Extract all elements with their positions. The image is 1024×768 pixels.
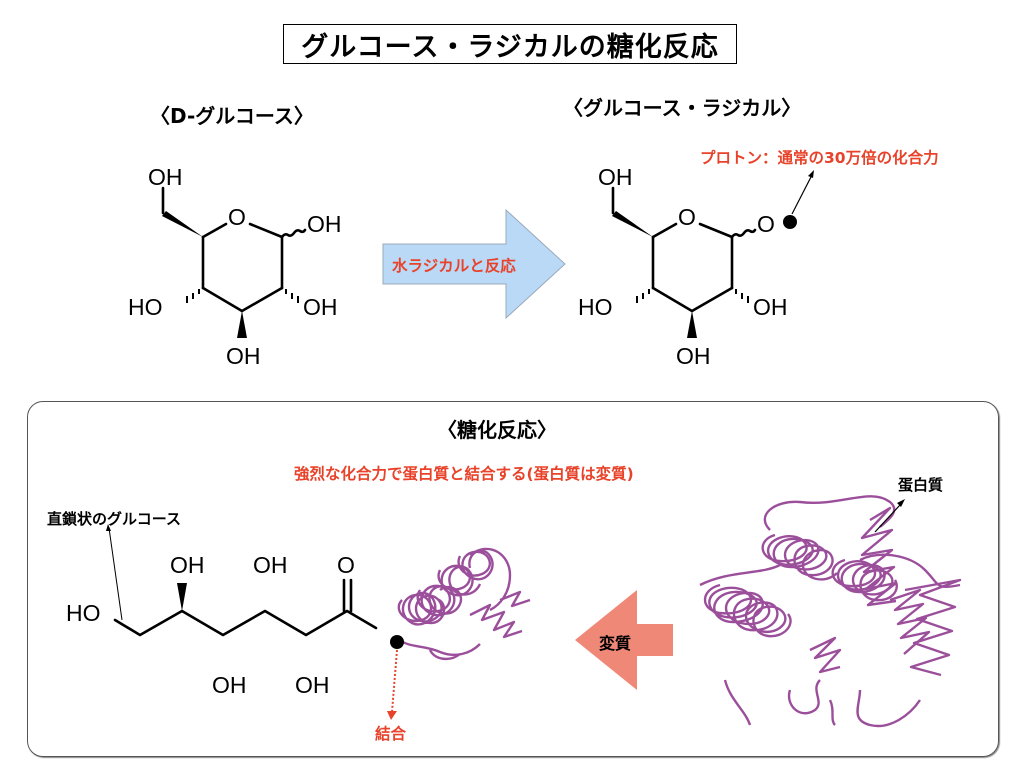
d-glucose-heading: 〈D-グルコース〉 [150, 104, 314, 128]
radical-o-label: O [757, 211, 775, 237]
oh-label: OH [598, 164, 633, 190]
denature-arrow-label: 変質 [599, 634, 632, 653]
protein-label: 蛋白質 [898, 476, 944, 494]
proton-annotation: プロトン：通常の30万倍の化合力 [700, 149, 939, 167]
radical-dot-icon [783, 215, 797, 229]
oh-label: OH [253, 552, 288, 578]
chain-bonds [113, 578, 378, 637]
arrowhead-icon [808, 170, 814, 178]
oh-label: OH [303, 294, 338, 320]
linear-glucose-label: 直鎖状のグルコース [47, 510, 181, 528]
ring-o-label: O [228, 204, 246, 230]
arrowhead-icon [106, 524, 111, 531]
protein-pointer-line [874, 504, 901, 533]
reaction-arrow-label: 水ラジカルと反応 [392, 257, 516, 275]
oh-label: OH [226, 343, 261, 369]
binding-dot-icon [390, 635, 404, 649]
ho-label: HO [66, 600, 101, 626]
proton-pointer-line [791, 174, 813, 215]
page-title: グルコース・ラジカルの糖化反応 [283, 24, 737, 64]
binding-label: 結合 [375, 725, 407, 743]
oh-label: OH [212, 672, 247, 698]
oh-label: OH [295, 672, 330, 698]
carbonyl-o-label: O [337, 552, 355, 578]
arrowhead-icon [897, 499, 905, 507]
denature-arrow-shape [575, 590, 673, 690]
glycation-heading: 〈糖化反応〉 [437, 418, 557, 442]
arrowhead-icon [387, 711, 397, 720]
ring-o-label: O [678, 204, 696, 230]
ho-label: HO [578, 294, 613, 320]
oh-label: OH [307, 211, 342, 237]
glucose-ring-bonds [161, 186, 307, 338]
oh-label: OH [148, 164, 183, 190]
oh-label: OH [753, 294, 788, 320]
oh-label: OH [676, 343, 711, 369]
oh-label: OH [170, 552, 205, 578]
glucose-radical-heading: 〈グルコース・ラジカル〉 [563, 96, 802, 120]
glycation-subtitle: 強烈な化合力で蛋白質と結合する(蛋白質は変質) [294, 465, 634, 483]
linear-glucose-pointer-line [108, 527, 123, 621]
ho-label: HO [128, 294, 163, 320]
reaction-arrow-shape [382, 208, 566, 320]
glycation-panel [27, 401, 999, 757]
